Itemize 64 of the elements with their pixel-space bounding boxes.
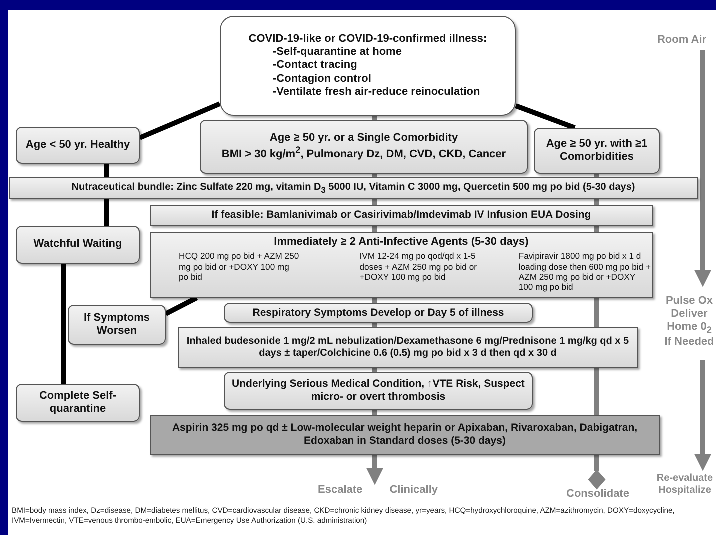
arrow xyxy=(694,50,712,288)
outcome-label: Escalate xyxy=(318,484,363,498)
connector-line xyxy=(372,116,378,120)
connector-line xyxy=(372,410,378,415)
connector-line xyxy=(372,199,378,205)
regimen-text: IVM 12-24 mg po qod/qd x 1-5 doses + AZM 250 mg po bid or +DOXY 100 mg po bid xyxy=(360,251,478,284)
connector-line xyxy=(594,174,600,177)
process-box xyxy=(150,205,653,226)
connector-line xyxy=(139,102,221,140)
connector-line xyxy=(104,199,110,226)
node-text: If Symptoms Worsen xyxy=(82,312,151,338)
node-text: Respiratory Symptoms Develop or Day 5 of illness xyxy=(252,306,504,320)
process-box xyxy=(178,327,638,368)
regimen-text: Favipiravir 1800 mg po bid x 1 d loading dose then 600 mg po bid + AZM 250 mg po bid or +DOXY 100 mg po bid xyxy=(518,251,652,292)
connector-line xyxy=(372,226,378,232)
connector-line xyxy=(372,323,378,327)
regimen-text: HCQ 200 mg po bid + AZM 250 mg po bid or +DOXY 100 mg po bid xyxy=(179,251,300,284)
process-box xyxy=(200,120,528,174)
node-text: Inhaled budesonide 1 mg/2 mL nebulization/Dexamethasone 6 mg/Prednisone 1 mg/kg qd x 5 days ± taper/Colchicine 0.6 (0.5) mg po bid x 3 d then qd x 30 d xyxy=(186,336,630,360)
node-text: If feasible: Bamlanivimab or Casirivimab/Imdevimab IV Infusion EUA Dosing xyxy=(212,209,592,222)
process-box xyxy=(16,384,140,422)
node-text: Watchful Waiting xyxy=(34,238,122,252)
connector-line xyxy=(372,298,378,303)
process-box xyxy=(9,177,698,199)
connector-line xyxy=(372,174,378,177)
node-text: BMI > 30 kg/m$^{2}$, Pulmonary Dz, DM, CVD, CKD, Cancer xyxy=(222,145,506,162)
list-item: -Ventilate fresh air-reduce reinoculation xyxy=(272,86,482,99)
process-box xyxy=(150,232,653,298)
connector-line xyxy=(104,164,110,177)
process-box xyxy=(16,226,140,264)
node-text: Nutraceutical bundle: Zinc Sulfate 220 mg, vitamin D$_{3}$ 5000 IU, Vitamin C 3000 mg, Quercetin 500 mg po bid (5-30 days) xyxy=(72,182,636,194)
node-text: Age < 50 yr. Healthy xyxy=(26,138,130,152)
connector-line xyxy=(594,226,600,232)
list-item: -Contagion control xyxy=(272,72,372,86)
node-text: Age ≥ 50 yr. or a Single Comorbidity xyxy=(270,132,458,146)
arrow xyxy=(366,455,384,486)
process-box xyxy=(220,16,516,116)
process-box xyxy=(534,128,660,174)
treatment-box xyxy=(150,415,660,455)
heading: COVID-19-like or COVID-19-confirmed illness: xyxy=(248,33,488,46)
node-text: Age ≥ 50 yr. with ≥1 Comorbidities xyxy=(545,138,649,164)
process-box xyxy=(224,372,533,410)
list-item: -Self-quarantine at home xyxy=(272,46,403,60)
process-box xyxy=(16,127,140,164)
arrow xyxy=(694,360,712,472)
process-box xyxy=(68,305,166,345)
connector-line xyxy=(164,296,198,316)
side-label: Room Air xyxy=(657,34,707,48)
process-box xyxy=(224,303,533,323)
connector-line xyxy=(594,298,600,327)
node-text: Underlying Serious Medical Condition, ↑VTE Risk, Suspect micro- or overt thrombosis xyxy=(231,378,526,404)
connector-line xyxy=(372,368,378,372)
side-label: Re-evaluate Hospitalize xyxy=(656,473,714,497)
node-text: Complete Self-quarantine xyxy=(38,390,118,416)
side-label: Consolidate xyxy=(566,488,630,502)
node-text: Aspirin 325 mg po qd ± Low-molecular weight heparin or Apixaban, Rivaroxaban, Dabigatran, Edoxaban in Standard doses (5-30 days) xyxy=(171,422,639,448)
connector-line xyxy=(594,368,600,415)
heading: Immediately ≥ 2 Anti-Infective Agents (5-30 days) xyxy=(274,236,529,250)
connector-line xyxy=(62,264,66,384)
connector-line xyxy=(594,199,600,205)
list-item: -Contact tracing xyxy=(272,59,358,73)
outcome-label: Clinically xyxy=(390,484,438,498)
side-label: Pulse Ox Deliver Home 0$_{2}$ If Needed xyxy=(664,294,716,350)
connector-line xyxy=(515,104,576,130)
